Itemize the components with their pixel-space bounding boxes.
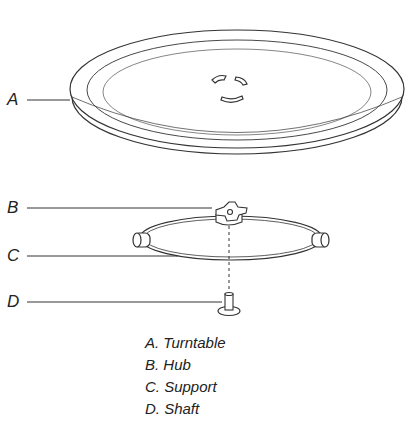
plate-slot <box>235 77 247 85</box>
shaft <box>218 293 240 316</box>
plate-inner-rim <box>87 40 387 140</box>
part-key: A. Turntable <box>145 335 226 350</box>
roller <box>133 233 150 247</box>
part-letter: A <box>7 91 18 108</box>
part-letter: C <box>7 247 19 264</box>
leader-line <box>27 100 70 101</box>
plate-slot <box>221 96 243 102</box>
part-key: D. Shaft <box>145 401 199 416</box>
part-key: B. Hub <box>145 357 191 372</box>
roller <box>312 233 329 247</box>
part-key: C. Support <box>145 379 217 394</box>
hub-hole <box>228 210 233 215</box>
leader-line <box>27 208 212 209</box>
part-letter: B <box>7 199 18 216</box>
leader-line <box>27 302 222 303</box>
hub-top <box>216 202 247 221</box>
shaft-body <box>225 294 233 310</box>
hub <box>216 202 247 225</box>
leader-lines <box>27 100 222 302</box>
plate-rim <box>70 30 404 148</box>
plate-slot <box>212 76 226 84</box>
leader-line <box>27 256 178 257</box>
turntable-plate <box>70 30 404 154</box>
plate-edge <box>72 97 402 133</box>
plate-dish <box>103 49 371 135</box>
assembly-axis <box>229 226 230 292</box>
part-letter: D <box>7 293 19 310</box>
shaft-top <box>225 293 233 296</box>
